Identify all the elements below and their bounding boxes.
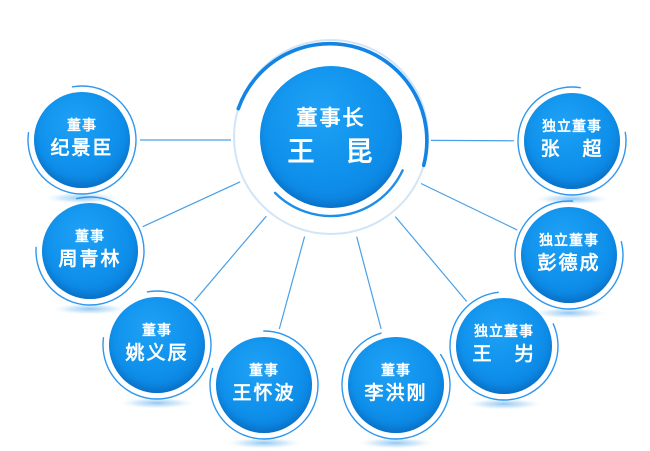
connector-line (278, 236, 306, 330)
node-reflection (356, 437, 436, 449)
node-role-label: 董事 (75, 230, 105, 246)
node-role-label: 独立董事 (539, 234, 599, 250)
node-role-label: 独立董事 (542, 120, 602, 136)
node-outline-arc (27, 85, 137, 195)
node-reflection (464, 398, 544, 410)
connector-line (356, 236, 382, 330)
node-outline-arc (341, 330, 451, 440)
director-node-2: 董事 周青林 (42, 203, 138, 299)
hub-accent-arc-bottom (273, 169, 404, 218)
node-reflection (117, 397, 197, 409)
node-reflection (532, 193, 612, 205)
node-outline-arc (517, 86, 627, 196)
director-node-4: 董事 王怀波 (216, 337, 312, 433)
independent-director-node-6: 独立董事 王 屴 (456, 298, 552, 394)
node-name-label: 姚义辰 (125, 343, 189, 365)
node-name-label: 纪景臣 (50, 138, 114, 160)
node-name-label: 李洪刚 (364, 383, 428, 405)
node-role-label: 独立董事 (474, 325, 534, 341)
director-node-5: 董事 李洪刚 (348, 337, 444, 433)
node-reflection (50, 303, 130, 315)
node-role-label: 董事 (142, 324, 172, 340)
node-name-label: 张 超 (540, 139, 604, 161)
connector-lines (140, 139, 518, 330)
node-reflection (224, 437, 304, 449)
director-node-3: 董事 姚义辰 (109, 297, 205, 393)
node-outline-arc (209, 330, 319, 440)
node-outline-arc (102, 290, 212, 400)
node-reflections (42, 192, 612, 449)
hub-node-chairman: 董事长 王 昆 (260, 66, 402, 208)
connector-line (194, 215, 267, 302)
independent-director-node-8: 独立董事 张 超 (524, 93, 620, 189)
node-name-label: 王 昆 (287, 137, 375, 168)
node-reflection (529, 307, 609, 319)
node-name-label: 王 屴 (472, 344, 536, 366)
connector-line (420, 182, 518, 231)
node-name-label: 王怀波 (232, 383, 296, 405)
node-name-label: 周青林 (58, 249, 122, 271)
node-role-label: 董事长 (296, 105, 366, 130)
node-role-label: 董事 (67, 119, 97, 135)
node-outline-arcs (27, 85, 627, 440)
director-node-1: 董事 纪景臣 (34, 92, 130, 188)
independent-director-node-7: 独立董事 彭德成 (521, 207, 617, 303)
node-outline-arc (449, 291, 559, 401)
node-role-label: 董事 (381, 364, 411, 380)
node-outline-arc (514, 200, 624, 310)
hub-accent-arc-top (236, 41, 429, 168)
node-outline-arc (35, 196, 145, 306)
node-role-label: 董事 (249, 364, 279, 380)
connector-line (142, 181, 241, 228)
connector-line (394, 216, 468, 302)
node-name-label: 彭德成 (537, 253, 601, 275)
